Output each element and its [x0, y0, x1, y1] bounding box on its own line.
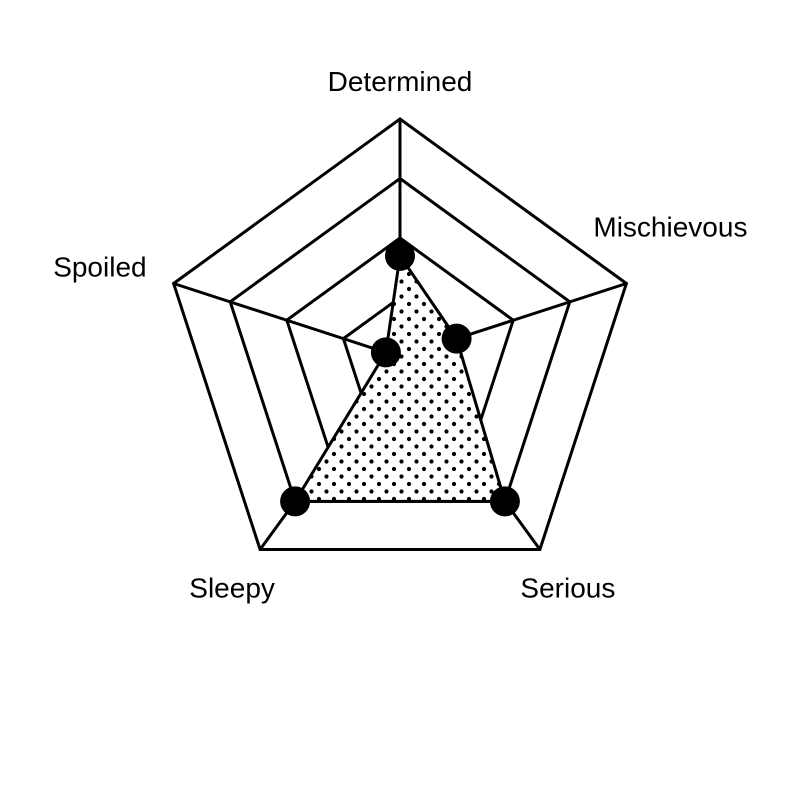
axis-label-determined: Determined [328, 66, 473, 97]
point-mischievous [441, 323, 472, 354]
grid-ring-4 [171, 117, 629, 551]
point-sleepy [280, 486, 311, 517]
axis-label-serious: Serious [520, 573, 615, 604]
point-determined [385, 240, 415, 271]
axis-label-sleepy: Sleepy [189, 573, 275, 604]
point-spoiled [370, 337, 401, 368]
radar-series [280, 240, 520, 517]
spoke-spoiled [173, 282, 401, 359]
series-area-1 [292, 251, 507, 503]
axis-label-spoiled: Spoiled [53, 252, 146, 283]
point-serious [489, 486, 520, 517]
axis-label-mischievous: Mischievous [593, 212, 747, 243]
